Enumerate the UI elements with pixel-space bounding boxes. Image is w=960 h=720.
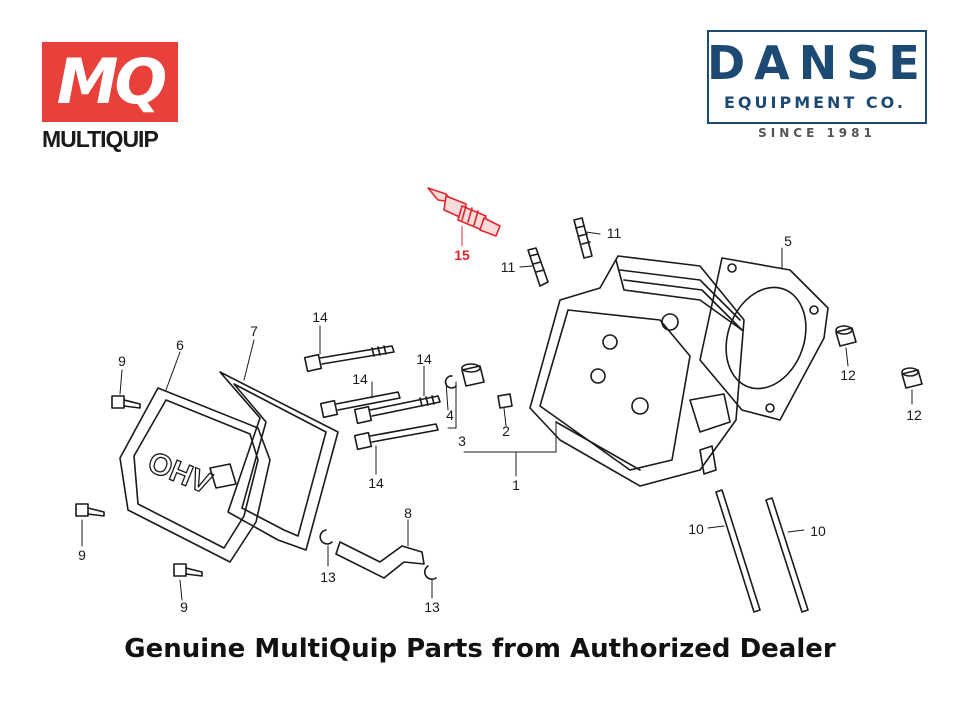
callout-label: 9	[78, 547, 86, 563]
cylinder-head-part[interactable]	[529, 255, 745, 487]
dealer-tagline: Genuine MultiQuip Parts from Authorized …	[124, 634, 836, 664]
callout-label: 1	[512, 477, 520, 493]
callout-labels: 15 11 11 5 14 14 14 14 9 6 7 43 2 1 12 12 9 9 8 13 13 10 10	[78, 225, 922, 615]
cover-gasket-part[interactable]	[219, 371, 339, 551]
multiquip-logo: MQ MULTIQUIP	[42, 42, 182, 152]
flange-bolt-part[interactable]	[303, 345, 395, 373]
small-bolt-part[interactable]	[75, 503, 105, 517]
ohv-cover-stamp: OHV	[143, 446, 216, 501]
valve-guide-part[interactable]	[461, 363, 485, 387]
callout-label: 13	[320, 569, 336, 585]
callout-label: 13	[424, 599, 440, 615]
valve-clip-part[interactable]	[444, 375, 457, 389]
danse-logo-since: SINCE 1981	[758, 126, 876, 140]
callout-label: 14	[352, 371, 368, 387]
callout-label: 9	[180, 599, 188, 615]
callout-label: 9	[118, 353, 126, 369]
spark-plug-part[interactable]	[427, 187, 501, 237]
push-rod-part[interactable]	[765, 497, 809, 613]
callout-label-highlighted: 15	[454, 247, 470, 263]
danse-logo-name: DANSE	[707, 36, 929, 90]
danse-logo-frame	[707, 30, 927, 124]
stud-bolt-part[interactable]	[573, 217, 593, 259]
callout-label: 7	[250, 323, 258, 339]
callout-label: 11	[501, 259, 516, 275]
multiquip-badge	[42, 42, 178, 122]
flange-bolt-part[interactable]	[319, 391, 401, 419]
callout-label: 3	[458, 433, 466, 449]
callout-label: 4	[446, 407, 454, 423]
head-cover-part[interactable]	[119, 387, 271, 563]
small-bolt-part[interactable]	[173, 563, 203, 577]
multiquip-letters: MQ	[56, 45, 167, 118]
callout-label: 6	[176, 337, 184, 353]
callout-label: 14	[312, 309, 328, 325]
hose-clip-part[interactable]	[424, 565, 437, 581]
hose-clip-part[interactable]	[319, 529, 333, 545]
stud-bolt-part[interactable]	[527, 247, 549, 287]
dowel-pin-part[interactable]	[835, 325, 857, 347]
callout-label: 14	[416, 351, 432, 367]
callout-label: 10	[810, 523, 826, 539]
callout-label: 2	[502, 423, 510, 439]
callout-label: 8	[404, 505, 412, 521]
leader-lines	[81, 225, 913, 601]
callout-label: 5	[784, 233, 792, 249]
callout-label: 12	[840, 367, 856, 383]
multiquip-wordmark: MULTIQUIP	[42, 126, 159, 152]
valve-seal-part[interactable]	[497, 393, 513, 409]
callout-label: 12	[906, 407, 922, 423]
callout-label: 10	[688, 521, 704, 537]
callout-label: 11	[607, 225, 622, 241]
breather-tube-part[interactable]	[335, 541, 425, 579]
exploded-parts-diagram: OHV 151111514141414967432112129981313101…	[75, 187, 923, 615]
danse-equipment-logo: DANSE EQUIPMENT CO. SINCE 1981	[707, 30, 927, 144]
head-gasket-part[interactable]	[699, 257, 829, 421]
callout-label: 14	[368, 475, 384, 491]
small-bolt-part[interactable]	[111, 395, 141, 409]
dowel-pin-part[interactable]	[901, 367, 923, 389]
push-rod-part[interactable]	[715, 489, 761, 613]
danse-logo-subtitle: EQUIPMENT CO.	[724, 93, 906, 112]
flange-bolt-part[interactable]	[353, 423, 439, 451]
flange-bolt-part[interactable]	[353, 395, 441, 425]
